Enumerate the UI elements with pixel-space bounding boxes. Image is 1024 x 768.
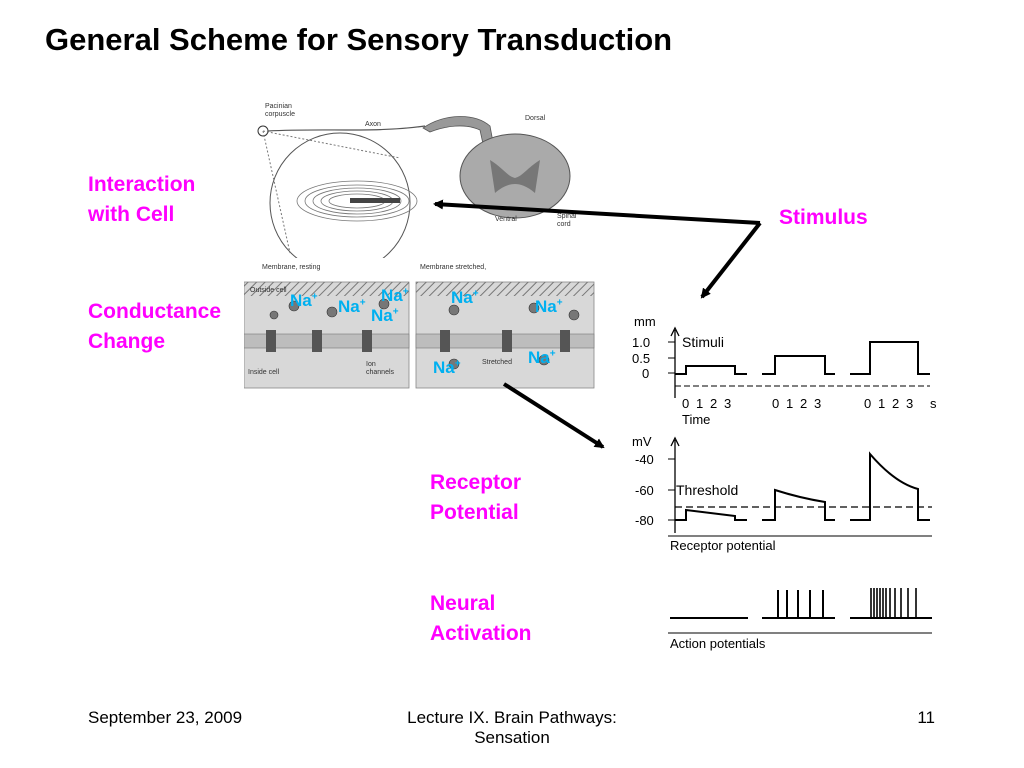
footer-lecture: Lecture IX. Brain Pathways: Sensation [362,708,662,748]
na-ion-label: Na+ [433,358,461,377]
time-1: 1 [696,396,703,411]
spike-train-medium [777,590,824,618]
time-0b: 0 [772,396,779,411]
label-conductance-change: Conductance Change [88,297,221,357]
text-dorsal: Dorsal [525,115,546,122]
text-stimuli: Stimuli [682,334,724,350]
arrow-to-receptor [502,382,605,449]
tick-minus80: -80 [635,513,654,528]
label-neural-activation: Neural Activation [430,589,532,649]
label-interaction-line1: Interaction [88,173,196,196]
text-threshold: Threshold [676,482,738,498]
time-1b: 1 [786,396,793,411]
time-3c: 3 [906,396,913,411]
text-mv: mV [632,434,652,449]
spinal-cord-gray-matter [490,160,540,193]
na-ion-label: Na+ [535,297,563,316]
time-3b: 3 [814,396,821,411]
ion-dots [269,298,580,370]
slide-title: General Scheme for Sensory Transduction [45,22,673,57]
text-time: Time [682,412,710,427]
na-ion-label: Na+ [338,297,366,316]
pacinian-corpuscle-figure: Pacinian corpuscle Axon Dorsal Ventral S… [245,98,595,258]
na-ion-label: Na+ [528,348,556,367]
text-membrane-resting: Membrane, resting [262,264,320,271]
response-figure: mm 1.0 0.5 0 Stimuli 0 1 2 3 0 1 2 3 0 1… [632,314,937,651]
na-ion-label: Na+ [371,306,399,325]
tick-minus40: -40 [635,452,654,467]
tick-minus60: -60 [635,483,654,498]
arrow-to-cell [433,199,761,225]
spinal-cord [459,133,571,219]
membrane-figure: Membrane, resting Membrane stretched, In… [244,264,595,389]
text-cord: cord [557,221,571,228]
time-2: 2 [710,396,717,411]
text-ventral: Ventral [495,216,517,223]
label-conductance-line1: Conductance [88,300,222,323]
label-neural-line2: Activation [430,622,532,645]
na-ion-label: Na+ [451,288,479,307]
time-0: 0 [682,396,689,411]
text-receptor-potential: Receptor potential [670,538,776,553]
label-interaction-with-cell: Interaction with Cell [88,170,195,230]
footer-date: September 23, 2009 [88,708,243,727]
time-2b: 2 [800,396,807,411]
receptor-traces [675,451,930,521]
time-2c: 2 [892,396,899,411]
text-spinal: Spinal [557,213,577,220]
text-membrane-stretched: Membrane stretched, [420,264,486,271]
text-mm: mm [634,314,656,329]
text-corpuscle: corpuscle [265,111,295,118]
arrow-to-stimuli [700,221,762,299]
label-stimulus: Stimulus [779,206,868,229]
time-1c: 1 [878,396,885,411]
text-stretched: Stretched [482,359,512,366]
text-outside-cell: Outside cell [250,287,287,294]
axon-line [267,125,426,132]
time-unit: s [930,396,937,411]
footer-lecture-line1: Lecture IX. Brain Pathways: [407,708,617,727]
label-receptor-line2: Potential [430,501,519,524]
text-channels: channels [366,369,395,376]
footer-lecture-line2: Sensation [474,728,550,747]
time-3: 3 [724,396,731,411]
label-conductance-line2: Change [88,330,166,353]
text-inside-cell: Inside cell [248,369,280,376]
na-ion-label: Na+ [290,291,318,310]
spike-train-high [870,588,917,618]
na-ion-label: Na+ [381,286,409,305]
nerve-ending [350,198,400,203]
stimulus-traces [675,341,930,375]
footer-page-number: 11 [917,708,935,727]
time-0c: 0 [864,396,871,411]
text-pacinian: Pacinian [265,103,292,110]
text-axon: Axon [365,121,381,128]
text-ion: Ion [366,361,376,368]
tick-1-0: 1.0 [632,335,650,350]
text-action-potentials: Action potentials [670,636,766,651]
label-interaction-line2: with Cell [88,203,175,226]
tick-0-5: 0.5 [632,351,650,366]
tick-0: 0 [642,366,649,381]
label-receptor-line1: Receptor [430,471,522,494]
ion-channels [266,330,570,352]
label-neural-line1: Neural [430,592,496,615]
label-receptor-potential: Receptor Potential [430,468,521,528]
